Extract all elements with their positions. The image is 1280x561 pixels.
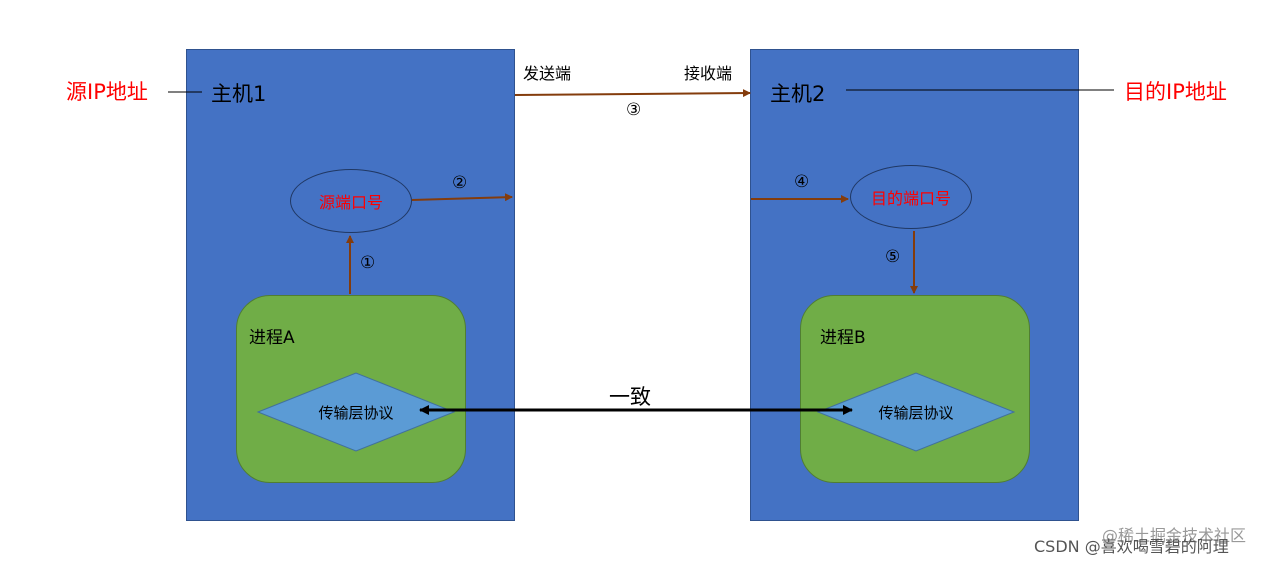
- receiver-label: 接收端: [684, 64, 733, 83]
- source-ip-label: 源IP地址: [66, 80, 148, 104]
- step-4-number: ④: [794, 172, 810, 192]
- host-2-title: 主机2: [770, 82, 826, 106]
- step-2-number: ②: [452, 173, 468, 193]
- host-1-title: 主机1: [211, 82, 267, 106]
- protocol-b-label: 传输层协议: [878, 404, 954, 422]
- arrow-step-2: [411, 193, 513, 202]
- step-5-number: ⑤: [885, 247, 901, 267]
- protocol-a-label: 传输层协议: [318, 404, 394, 422]
- source-port-label: 源端口号: [318, 193, 383, 212]
- source-port-ellipse: 源端口号: [290, 169, 412, 233]
- sender-label: 发送端: [523, 64, 572, 83]
- step-3-number: ③: [626, 100, 642, 120]
- arrow-step-3: [514, 89, 751, 98]
- dest-ip-label: 目的IP地址: [1124, 80, 1227, 104]
- dest-port-label: 目的端口号: [870, 189, 951, 208]
- process-a-title: 进程A: [249, 328, 295, 348]
- watermark-line-1: @稀土掘金技术社区: [1102, 526, 1247, 545]
- dest-port-ellipse: 目的端口号: [850, 165, 972, 229]
- step-1-number: ①: [360, 253, 376, 273]
- consistency-label: 一致: [609, 385, 651, 409]
- watermark-line-2: CSDN @喜欢喝雪碧的阿理: [1034, 537, 1229, 556]
- protocol-b-diamond: [816, 372, 1016, 452]
- process-b-title: 进程B: [820, 328, 866, 348]
